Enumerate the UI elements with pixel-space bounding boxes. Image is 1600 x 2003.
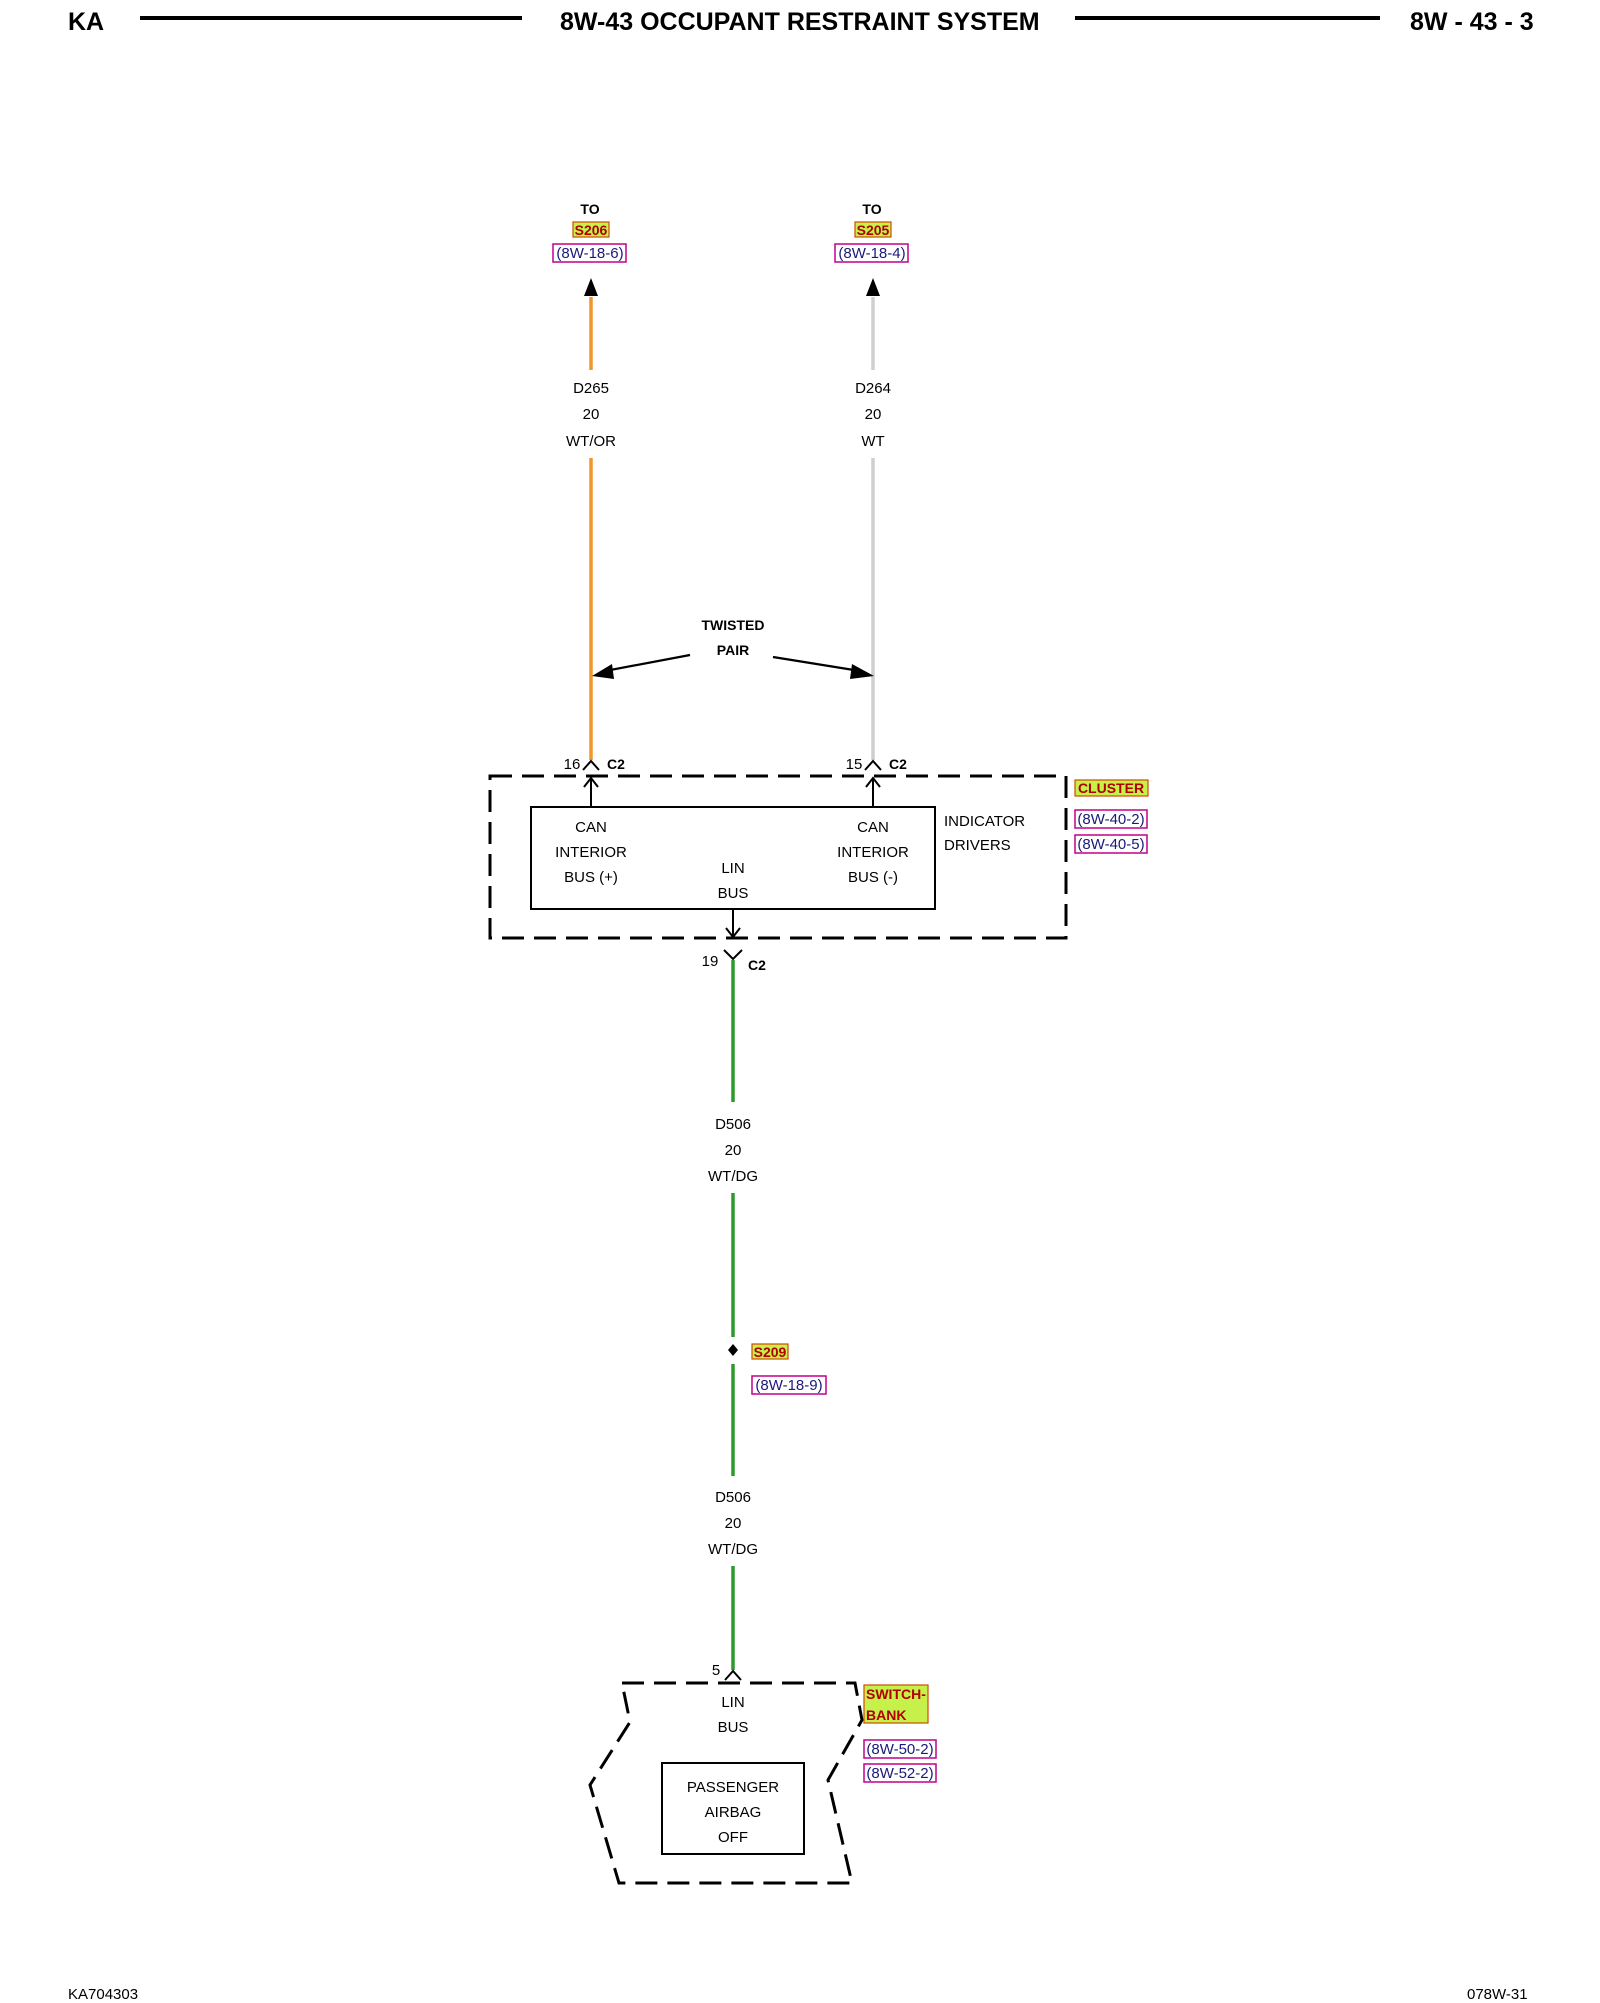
twisted-pair-label-1: TWISTED <box>702 617 765 633</box>
can-minus-line2: INTERIOR <box>837 844 909 861</box>
ref-text-8w-52-2: (8W-52-2) <box>866 1765 933 1782</box>
to-s205-group: TO S205 (8W-18-4) <box>834 201 909 296</box>
can-minus-line1: CAN <box>857 819 889 836</box>
switch-bank-pin-5: 5 <box>712 1662 720 1679</box>
wire-d265-color: WT/OR <box>566 433 616 450</box>
airbag-line1: PASSENGER <box>687 1779 779 1796</box>
switch-bank-name-line2[interactable]: BANK <box>866 1707 906 1723</box>
cluster-conn-c2-bottom: C2 <box>748 957 766 973</box>
can-minus-line3: BUS (-) <box>848 869 898 886</box>
cluster-pin-19: 19 <box>702 953 719 970</box>
header-left-code: KA <box>68 8 105 36</box>
footer-figure-id: 078W-31 <box>1467 1986 1528 2003</box>
ref-link-8w-18-4[interactable]: (8W-18-4) <box>834 243 909 263</box>
switch-bank-outline[interactable] <box>588 1681 864 1885</box>
ref-text-8w-50-2: (8W-50-2) <box>866 1741 933 1758</box>
header-rule-left <box>140 16 522 20</box>
switch-bank-name-bg <box>863 1684 929 1724</box>
twisted-pair-leader-left <box>604 653 691 673</box>
to-label-right: TO <box>862 201 881 217</box>
cluster-pin-15: 15 <box>846 756 863 773</box>
cluster-conn-c2-right: C2 <box>889 756 907 772</box>
page-number: 8W - 43 - 3 <box>1410 8 1534 36</box>
indicator-line2: DRIVERS <box>944 837 1011 854</box>
ref-box-8w-18-4 <box>834 243 909 263</box>
arrow-up-icon <box>584 278 598 296</box>
arrow-up-icon <box>866 278 880 296</box>
arrow-down-small-icon <box>725 927 741 939</box>
ref-box-8w-52-2 <box>863 1763 937 1783</box>
ref-link-8w-40-2[interactable]: (8W-40-2) <box>1074 809 1148 829</box>
ref-link-8w-52-2[interactable]: (8W-52-2) <box>863 1763 937 1783</box>
cluster-outline[interactable] <box>488 774 1068 940</box>
splice-diamond-icon <box>728 1344 738 1356</box>
ref-box-8w-40-2 <box>1074 809 1148 829</box>
can-plus-line1: CAN <box>575 819 607 836</box>
can-plus-line3: BUS (+) <box>564 869 618 886</box>
ref-text-8w-18-9: (8W-18-9) <box>755 1377 822 1394</box>
connector-chevron-icon <box>582 759 600 771</box>
connector-chevron-icon <box>864 759 882 771</box>
wire-d265-gauge: 20 <box>583 406 600 423</box>
twisted-pair-leader-right <box>772 655 861 673</box>
ref-text-8w-40-2: (8W-40-2) <box>1077 811 1144 828</box>
wire-d264-color: WT <box>861 433 884 450</box>
wire-d265-circuit: D265 <box>573 380 609 397</box>
can-plus-line2: INTERIOR <box>555 844 627 861</box>
cluster-name-bg <box>1074 779 1149 797</box>
connector-chevron-icon <box>724 1669 742 1681</box>
switch-bank-name-line1[interactable]: SWITCH- <box>866 1686 926 1702</box>
splice-tag-s205-bg <box>854 221 892 238</box>
airbag-line2: AIRBAG <box>705 1804 762 1821</box>
cluster-pin-16: 16 <box>564 756 581 773</box>
wire-d506-lower-color: WT/DG <box>708 1541 758 1558</box>
passenger-airbag-off-indicator <box>661 1762 805 1855</box>
ref-box-8w-40-5 <box>1074 834 1148 854</box>
cluster-lin-line1: LIN <box>721 860 744 877</box>
ref-link-8w-18-9[interactable]: (8W-18-9) <box>751 1375 827 1395</box>
twisted-pair-arrow-left-icon <box>592 664 614 679</box>
splice-tag-s209-bg <box>751 1343 789 1360</box>
splice-tag-s209[interactable]: S209 <box>754 1344 787 1360</box>
wire-d506-lower-gauge: 20 <box>725 1515 742 1532</box>
to-s206-group: TO S206 (8W-18-6) <box>552 201 627 296</box>
cluster-conn-c2-left: C2 <box>607 756 625 772</box>
ref-box-8w-18-9 <box>751 1375 827 1395</box>
wire-d506-upper-color: WT/DG <box>708 1168 758 1185</box>
ref-text-8w-18-6: (8W-18-6) <box>556 245 623 262</box>
switch-bank-lin-line1: LIN <box>721 1694 744 1711</box>
connector-chevron-icon <box>723 949 743 961</box>
ref-box-8w-50-2 <box>863 1739 937 1759</box>
splice-tag-s205[interactable]: S205 <box>857 222 890 238</box>
wire-d264-circuit: D264 <box>855 380 891 397</box>
twisted-pair-label-2: PAIR <box>717 642 749 658</box>
ref-link-8w-18-6[interactable]: (8W-18-6) <box>552 243 627 263</box>
indicator-line1: INDICATOR <box>944 813 1025 830</box>
ref-text-8w-40-5: (8W-40-5) <box>1077 836 1144 853</box>
airbag-line3: OFF <box>718 1829 748 1846</box>
cluster-lin-line2: BUS <box>718 885 749 902</box>
arrow-up-small-icon <box>865 776 881 788</box>
twisted-pair-arrow-right-icon <box>850 664 874 679</box>
header-rule-right <box>1075 16 1380 20</box>
splice-tag-s206-bg <box>572 221 610 238</box>
arrow-up-small-icon <box>583 776 599 788</box>
wire-d506-lower-circuit: D506 <box>715 1489 751 1506</box>
wire-d264-gauge: 20 <box>865 406 882 423</box>
to-label-left: TO <box>580 201 599 217</box>
ref-box-8w-18-6 <box>552 243 627 263</box>
footer-doc-id: KA704303 <box>68 1986 139 2003</box>
splice-tag-s206[interactable]: S206 <box>575 222 608 238</box>
wire-d506-upper-circuit: D506 <box>715 1116 751 1133</box>
wire-d506-upper-gauge: 20 <box>725 1142 742 1159</box>
switch-bank-lin-line2: BUS <box>718 1719 749 1736</box>
ref-text-8w-18-4: (8W-18-4) <box>838 245 905 262</box>
ref-link-8w-40-5[interactable]: (8W-40-5) <box>1074 834 1148 854</box>
cluster-name[interactable]: CLUSTER <box>1078 780 1144 796</box>
page-title: 8W-43 OCCUPANT RESTRAINT SYSTEM <box>560 8 1040 36</box>
ref-link-8w-50-2[interactable]: (8W-50-2) <box>863 1739 937 1759</box>
